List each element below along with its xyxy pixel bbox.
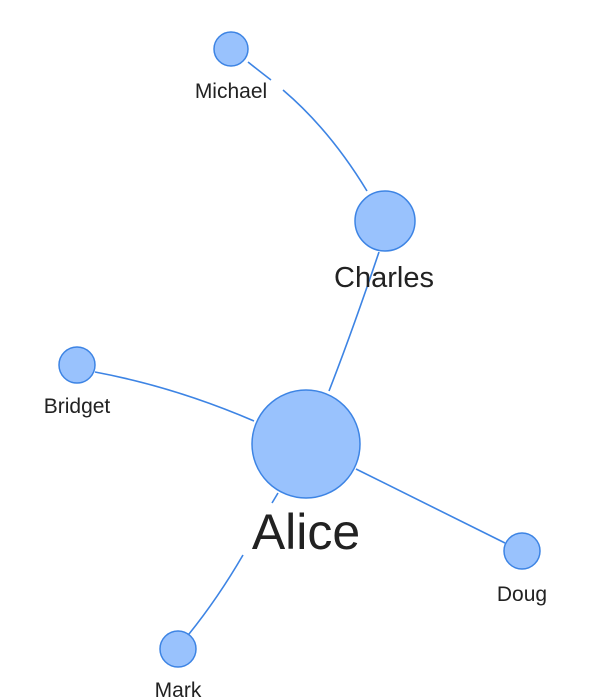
edge-alice-charles bbox=[328, 251, 380, 392]
node-alice[interactable]: Alice bbox=[251, 389, 361, 560]
node-circle-charles[interactable] bbox=[354, 190, 416, 252]
edge-alice-bridget bbox=[94, 371, 255, 422]
edge-alice-mark-upper bbox=[271, 492, 279, 504]
node-bridget[interactable]: Bridget bbox=[44, 346, 111, 418]
node-doug[interactable]: Doug bbox=[497, 532, 547, 606]
edge-alice-doug bbox=[355, 468, 506, 544]
node-label-bridget: Bridget bbox=[44, 395, 111, 418]
node-label-mark: Mark bbox=[155, 679, 202, 700]
node-mark[interactable]: Mark bbox=[155, 630, 202, 700]
edge-charles-michael-upper bbox=[247, 61, 272, 81]
node-label-michael: Michael bbox=[195, 80, 267, 103]
node-circle-bridget[interactable] bbox=[58, 346, 96, 384]
node-circle-alice[interactable] bbox=[251, 389, 361, 499]
edge-alice-mark bbox=[188, 554, 244, 635]
node-circle-michael[interactable] bbox=[213, 31, 249, 67]
node-charles[interactable]: Charles bbox=[334, 190, 434, 294]
node-circle-mark[interactable] bbox=[159, 630, 197, 668]
node-michael[interactable]: Michael bbox=[195, 31, 267, 103]
edge-charles-michael bbox=[282, 89, 368, 192]
node-label-alice: Alice bbox=[252, 504, 360, 560]
node-label-doug: Doug bbox=[497, 583, 547, 606]
nodes-layer: Alice Charles Michael Bridget Doug Mark bbox=[44, 31, 547, 700]
edges-layer bbox=[94, 61, 506, 635]
node-label-charles: Charles bbox=[334, 262, 434, 294]
node-circle-doug[interactable] bbox=[503, 532, 541, 570]
